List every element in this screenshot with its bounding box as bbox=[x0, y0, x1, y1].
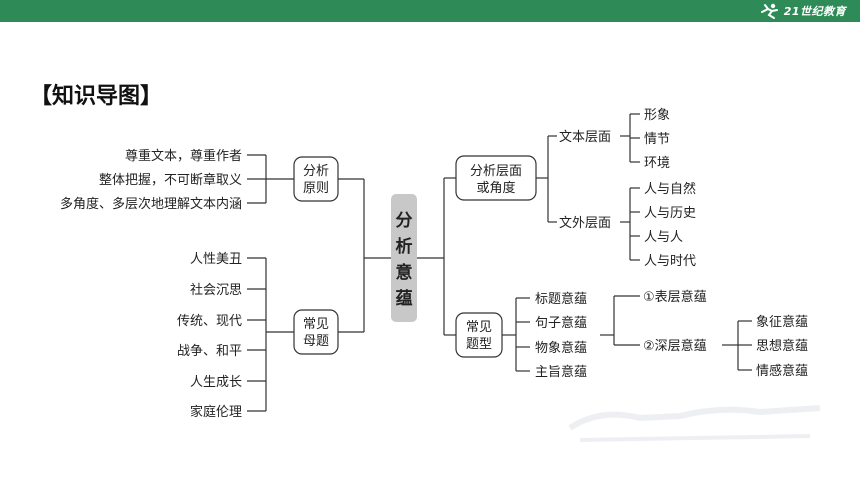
watermark-logo bbox=[568, 405, 821, 442]
surface-meaning: ①表层意蕴 bbox=[643, 289, 707, 305]
types-label: 常见题型 bbox=[466, 320, 492, 352]
center-label: 分析意蕴 bbox=[396, 211, 413, 309]
runner-icon bbox=[760, 3, 778, 19]
levels-label: 分析层面或角度 bbox=[470, 164, 522, 196]
extra-level-item: 人与人 bbox=[644, 230, 683, 245]
type-item: 句子意蕴 bbox=[535, 315, 587, 331]
extra-level-item: 人与时代 bbox=[644, 254, 696, 269]
text-level-item: 形象 bbox=[644, 108, 670, 123]
principles-label: 分析原则 bbox=[303, 164, 329, 196]
theme-item: 社会沉思 bbox=[190, 282, 242, 298]
type-item: 物象意蕴 bbox=[535, 340, 587, 356]
logo-text: 21世纪教育 bbox=[783, 5, 846, 18]
deep-item: 情感意蕴 bbox=[756, 363, 808, 379]
principle-item: 多角度、多层次地理解文本内涵 bbox=[60, 196, 242, 212]
deep-item: 思想意蕴 bbox=[756, 338, 808, 354]
text-level-item: 环境 bbox=[644, 156, 670, 171]
deep-meaning: ②深层意蕴 bbox=[643, 338, 707, 354]
principle-item: 尊重文本，尊重作者 bbox=[125, 148, 242, 164]
themes-label: 常见母题 bbox=[303, 317, 329, 349]
type-item: 标题意蕴 bbox=[535, 291, 587, 307]
theme-item: 传统、现代 bbox=[177, 314, 242, 329]
extra-level-item: 人与历史 bbox=[644, 206, 696, 221]
extra-level-item: 人与自然 bbox=[644, 181, 696, 197]
types-node bbox=[455, 312, 503, 358]
levels-node bbox=[455, 155, 537, 201]
brand-logo: 21世纪教育 bbox=[758, 2, 846, 20]
theme-item: 家庭伦理 bbox=[190, 404, 242, 420]
themes-node bbox=[293, 309, 339, 355]
text-level-item: 情节 bbox=[644, 132, 670, 147]
theme-item: 战争、和平 bbox=[177, 344, 242, 359]
text-level-label: 文本层面 bbox=[559, 130, 611, 145]
theme-item: 人生成长 bbox=[190, 375, 242, 390]
principles-node bbox=[293, 156, 339, 202]
theme-item: 人性美丑 bbox=[190, 252, 242, 267]
extra-level-label: 文外层面 bbox=[559, 216, 611, 231]
type-item: 主旨意蕴 bbox=[535, 364, 587, 380]
connector-lines bbox=[247, 113, 752, 412]
center-node bbox=[391, 194, 417, 322]
top-bar: 21世纪教育 bbox=[0, 0, 860, 22]
page-title: 【知识导图】 bbox=[30, 84, 163, 109]
principle-item: 整体把握，不可断章取义 bbox=[99, 172, 242, 188]
deep-item: 象征意蕴 bbox=[756, 314, 808, 330]
